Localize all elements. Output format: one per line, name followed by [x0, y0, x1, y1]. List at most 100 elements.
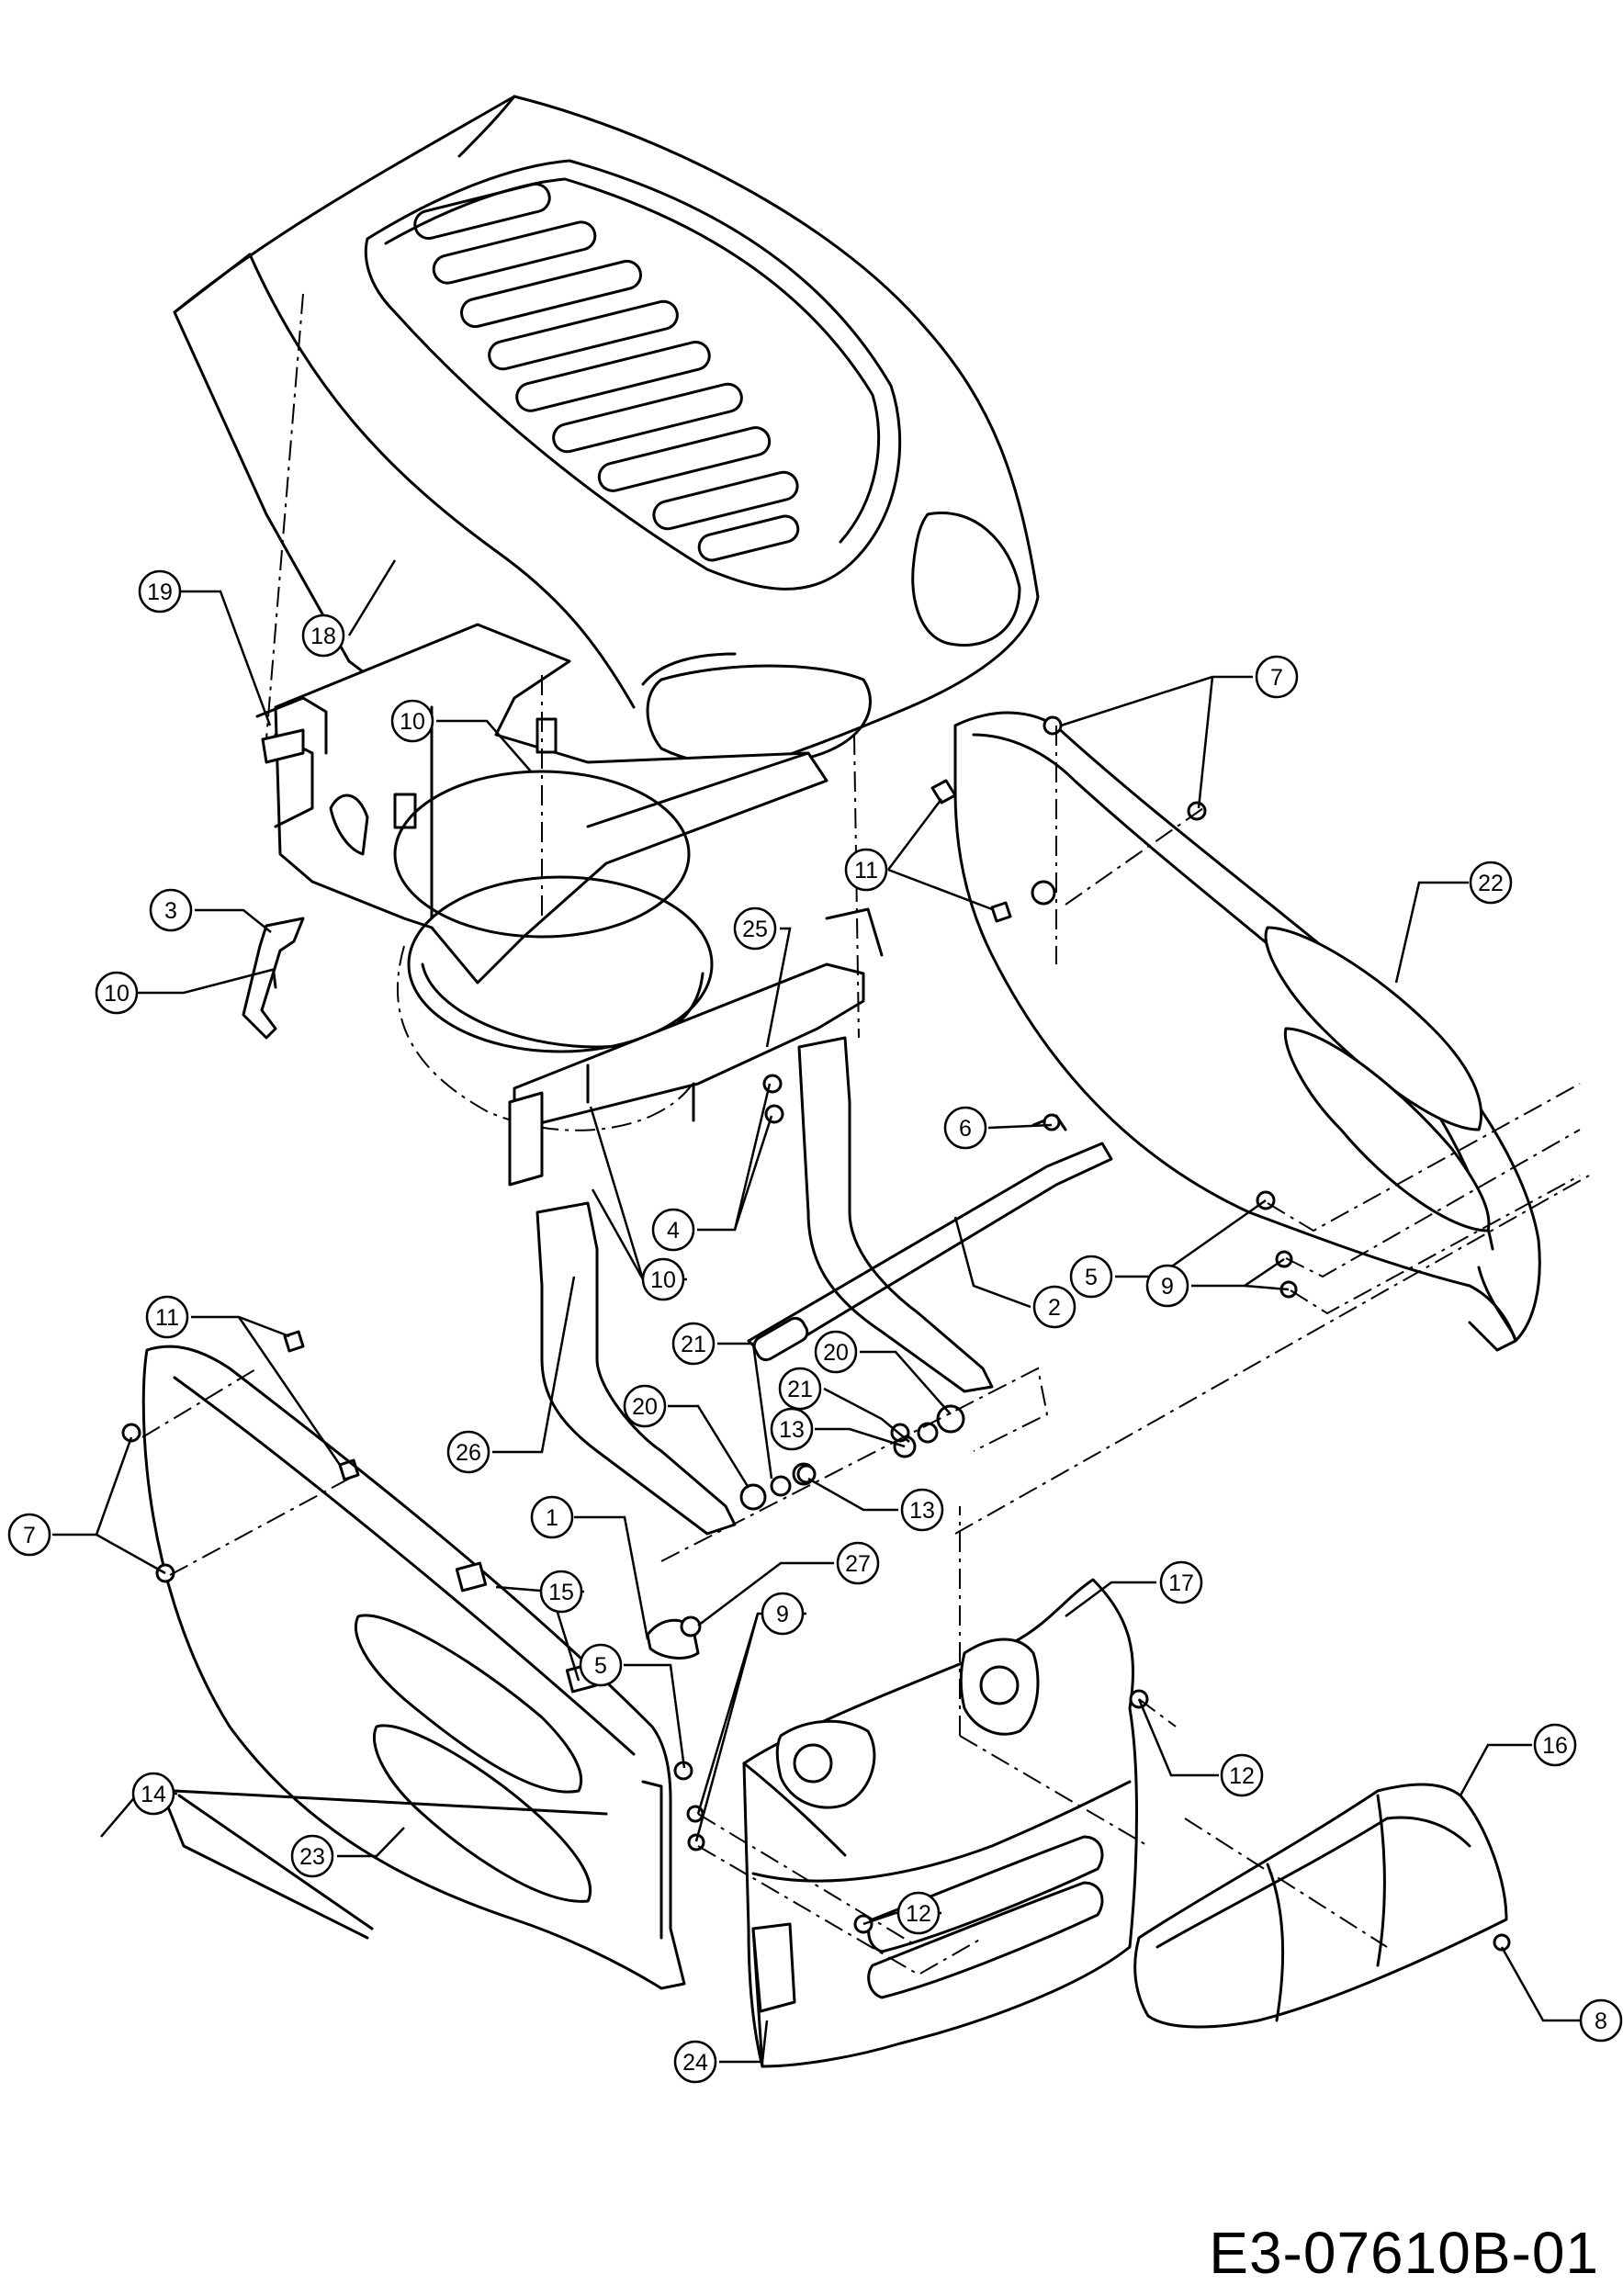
callout-part-13: 13 [770, 1407, 814, 1451]
callout-part-17: 17 [1159, 1560, 1203, 1604]
callout-part-12: 12 [896, 1891, 941, 1935]
right-side-panel [953, 711, 1541, 1352]
callout-part-26: 26 [446, 1430, 490, 1474]
callout-label: 9 [776, 1602, 789, 1627]
callout-circle [1145, 1264, 1189, 1308]
callout-group: 19 18 10 3 10 7 11 22 25 6 4 10 5 9 2 11 21 20 21 20 13 26 13 7… [7, 569, 1623, 2084]
callout-label: 11 [854, 858, 878, 884]
callout-circle [1032, 1285, 1076, 1329]
callout-circle [446, 1430, 490, 1474]
callout-circle [301, 613, 345, 658]
callout-part-11: 11 [844, 848, 888, 892]
callout-circle [1069, 1255, 1113, 1299]
callout-circle [149, 888, 193, 932]
callout-label: 26 [456, 1440, 481, 1466]
callout-part-27: 27 [836, 1541, 880, 1585]
part-25 [508, 907, 884, 1187]
callout-circle [673, 2040, 717, 2084]
callout-circle [390, 699, 434, 743]
callout-part-21: 21 [671, 1322, 716, 1366]
callout-label: 18 [310, 624, 336, 649]
callout-circle [900, 1488, 944, 1532]
callout-label: 21 [681, 1332, 706, 1357]
callout-label: 13 [909, 1498, 935, 1524]
callout-circle [131, 1772, 175, 1816]
callout-label: 7 [1270, 665, 1283, 691]
callout-label: 21 [787, 1377, 813, 1402]
callout-label: 17 [1168, 1570, 1194, 1596]
callout-label: 12 [906, 1901, 931, 1927]
callout-part-19: 19 [138, 569, 182, 613]
callout-circle [145, 1295, 189, 1339]
part-9 [686, 1250, 1298, 1851]
callout-part-11: 11 [145, 1295, 189, 1339]
callout-circle [641, 1257, 685, 1301]
callout-circle [95, 971, 139, 1015]
callout-part-13: 13 [900, 1488, 944, 1532]
callout-label: 10 [104, 981, 130, 1007]
callout-label: 22 [1478, 871, 1504, 896]
callout-part-10: 10 [641, 1257, 685, 1301]
callout-part-9: 9 [1145, 1264, 1189, 1308]
callout-left-side-panel: 23 [290, 1834, 334, 1878]
left-side-panel [141, 1345, 686, 1990]
hood-vent-slots [413, 182, 800, 562]
callout-label: 12 [1229, 1763, 1255, 1789]
callout-label: 15 [548, 1580, 574, 1605]
callout-circle [530, 1495, 574, 1539]
hood [173, 95, 1040, 795]
part-2 [747, 1142, 1113, 1362]
callout-circle [770, 1407, 814, 1451]
callout-hood: 18 [301, 613, 345, 658]
callout-label: 5 [1085, 1265, 1098, 1290]
callout-part-10: 10 [390, 699, 434, 743]
callout-label: 11 [155, 1305, 179, 1331]
callout-label: 20 [823, 1340, 849, 1366]
callout-label: 20 [632, 1394, 658, 1420]
callout-circle [1579, 1998, 1623, 2043]
callout-part-25: 25 [733, 906, 777, 951]
callout-label: 19 [147, 580, 173, 605]
callout-label: 14 [141, 1782, 166, 1807]
callout-right-side-panel: 22 [1469, 861, 1513, 905]
callout-label: 10 [400, 709, 425, 735]
callout-part-10: 10 [95, 971, 139, 1015]
part-3 [242, 917, 305, 1040]
callout-part-20: 20 [623, 1384, 667, 1428]
callout-label: 9 [1161, 1274, 1174, 1300]
callout-circle [896, 1891, 941, 1935]
callout-part-16: 16 [1533, 1723, 1577, 1767]
part-14 [163, 1789, 608, 1940]
callout-label: 27 [845, 1551, 871, 1577]
callout-part-15: 15 [539, 1570, 583, 1614]
callout-part-9: 9 [761, 1592, 805, 1636]
callout-label: 7 [23, 1523, 36, 1548]
part-8 [1493, 1933, 1511, 1952]
callout-part-7: 7 [1255, 655, 1299, 699]
callout-circle [943, 1106, 987, 1150]
part-6 [1031, 1113, 1067, 1131]
callout-circle [651, 1208, 695, 1252]
callout-front-grille: 24 [673, 2040, 717, 2084]
callout-part-2: 2 [1032, 1285, 1076, 1329]
callout-circle [1220, 1753, 1264, 1797]
callout-circle [579, 1643, 623, 1687]
callout-circle [623, 1384, 667, 1428]
part-13 [796, 1423, 910, 1484]
callout-part-12: 12 [1220, 1753, 1264, 1797]
part-11 [283, 779, 1012, 1481]
callout-part-14: 14 [131, 1772, 175, 1816]
callout-label: 3 [164, 898, 177, 924]
callout-circle [671, 1322, 716, 1366]
part-26 [535, 1036, 994, 1536]
callout-part-6: 6 [943, 1106, 987, 1150]
callout-part-7: 7 [7, 1513, 51, 1557]
callout-label: 24 [682, 2050, 708, 2076]
callout-part-8: 8 [1579, 1998, 1623, 2043]
callout-circle [539, 1570, 583, 1614]
drawing-code: E3-07610B-01 [1209, 2220, 1599, 2286]
callout-part-4: 4 [651, 1208, 695, 1252]
callout-circle [1159, 1560, 1203, 1604]
callout-circle [761, 1592, 805, 1636]
